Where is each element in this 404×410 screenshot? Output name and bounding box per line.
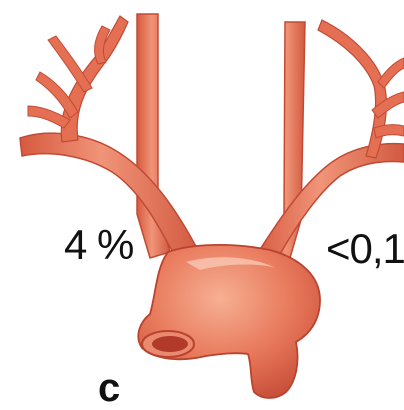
right-percentage-label: <0,1 bbox=[326, 228, 404, 270]
aortic-lumen-inner bbox=[152, 336, 188, 352]
left-branch-upper bbox=[61, 16, 128, 142]
right-branch-twig-3 bbox=[378, 58, 404, 88]
left-percentage-label: 4 % bbox=[64, 224, 133, 266]
aortic-arch bbox=[138, 245, 320, 398]
left-branch-twig-2 bbox=[28, 106, 70, 128]
right-branch-twig-2 bbox=[374, 125, 404, 138]
panel-letter-label: c bbox=[98, 368, 120, 408]
